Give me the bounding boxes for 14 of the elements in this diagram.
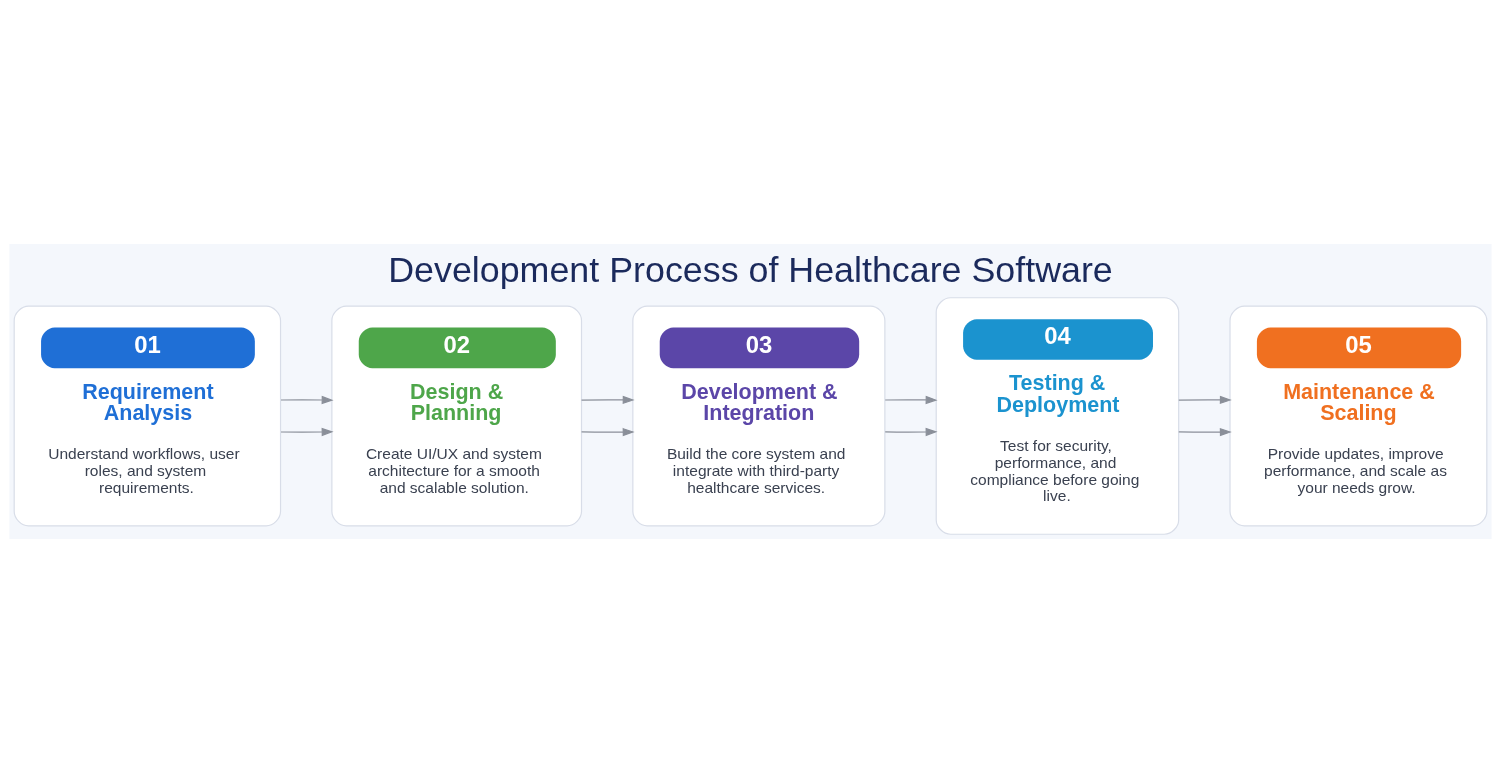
arrow bbox=[279, 395, 334, 405]
arrow bbox=[1177, 427, 1232, 437]
arrow bbox=[1177, 395, 1232, 405]
diagram-title: Development Process of Healthcare Software bbox=[387, 250, 1113, 291]
arrow bbox=[884, 427, 938, 437]
arrow bbox=[279, 427, 334, 437]
arrow bbox=[884, 395, 938, 405]
node-box: 02 Design & Planning Create UI/UX and system architecture for a smooth and scalable solution. bbox=[330, 305, 582, 527]
arrow bbox=[580, 427, 635, 437]
node-box: 05 Maintenance & Scaling Provide updates, improve performance, and scale as your needs grow. bbox=[1228, 305, 1487, 527]
node-box: 04 Testing & Deployment Test for security, performance, and compliance before going live. bbox=[935, 297, 1179, 535]
node-box: 01 Requirement Analysis Understand workflows, user roles, and system requirements. bbox=[13, 305, 281, 527]
arrow bbox=[580, 395, 635, 405]
node-box: 03 Development & Integration Build the core system and integrate with third-party healthcare services. bbox=[631, 305, 885, 527]
